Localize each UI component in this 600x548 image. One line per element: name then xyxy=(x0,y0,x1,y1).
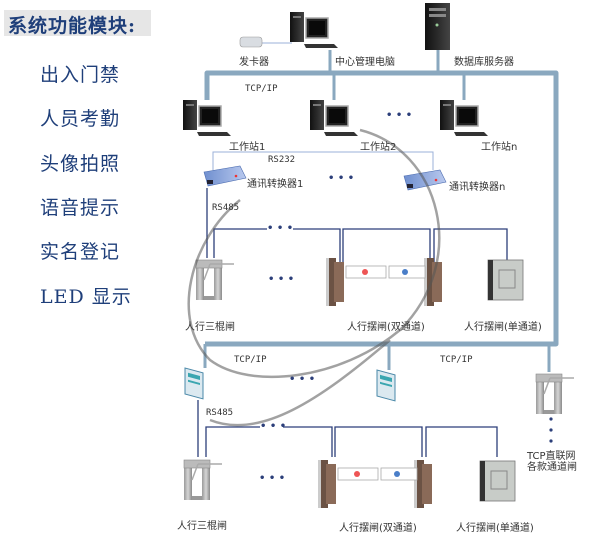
module-photo-capture: 头像拍照 xyxy=(40,153,121,175)
module-led-display: LED 显示 xyxy=(40,286,132,308)
module-access-control: 出入门禁 xyxy=(40,64,121,86)
lower-swing-barriers xyxy=(337,467,418,481)
converter-1-device xyxy=(203,165,247,187)
lower-wire-ellipsis: • • • xyxy=(260,421,287,432)
rs232-label: RS232 xyxy=(268,155,296,165)
converter-n-label: 通讯转换器n xyxy=(449,182,506,193)
upper-swing-gate-right-device xyxy=(424,258,442,306)
converter-1-label: 通讯转换器1 xyxy=(247,179,304,190)
rs485-top-label: RS485 xyxy=(212,203,240,213)
upper-swing-gate-left-device xyxy=(326,258,344,306)
lower-converter-ellipsis: • • • xyxy=(289,374,316,385)
db-server-device xyxy=(425,3,450,50)
workstation-n-device xyxy=(439,99,489,137)
tcp-direct-gate-device xyxy=(535,373,575,415)
tcp-direct-ellipsis xyxy=(549,417,553,443)
lower-swing-gate-left-device xyxy=(318,460,336,508)
upper-swing-single-label: 人行摆闸(单通道) xyxy=(464,322,542,333)
card-issuer-device xyxy=(239,36,263,48)
central-pc-device xyxy=(289,11,339,49)
upper-wire-ellipsis: • • • xyxy=(267,223,294,234)
tcpip-top-label: TCP/IP xyxy=(245,84,278,94)
tcp-direct-label-1: TCP直联网 xyxy=(527,451,576,462)
workstation-2-device xyxy=(309,99,359,137)
workstation-n-label: 工作站n xyxy=(481,142,518,153)
upper-tripod-gate-device xyxy=(195,259,235,301)
lower-converter-n-device xyxy=(376,369,396,402)
lower-gate-ellipsis: • • • xyxy=(259,473,286,484)
lower-swing-gate-right-device xyxy=(414,460,432,508)
tcpip-bus-frame xyxy=(204,70,559,347)
card-issuer-label: 发卡器 xyxy=(239,57,269,68)
lower-tripod-gate-device xyxy=(183,459,223,501)
page-title: 系统功能模块: xyxy=(8,15,137,37)
upper-gate-ellipsis: • • • xyxy=(268,274,295,285)
rs485-bottom-label: RS485 xyxy=(206,408,234,418)
lower-tripod-gate-label: 人行三棍闸 xyxy=(177,521,227,532)
module-voice-prompt: 语音提示 xyxy=(40,197,121,219)
upper-single-swing-gate-device xyxy=(487,259,524,301)
module-attendance: 人员考勤 xyxy=(40,108,121,130)
lower-swing-double-label: 人行摆闸(双通道) xyxy=(339,523,417,534)
upper-tripod-gate-label: 人行三棍闸 xyxy=(185,322,235,333)
watermark-stroke xyxy=(187,128,441,427)
title-background xyxy=(4,10,151,36)
tcpip-left-label: TCP/IP xyxy=(234,355,267,365)
workstation-ellipsis: • • • xyxy=(386,110,413,121)
workstation-1-label: 工作站1 xyxy=(229,142,266,153)
upper-rs485-wiring xyxy=(206,188,508,262)
tcp-direct-label-2: 各款通道闸 xyxy=(527,462,577,473)
lower-single-swing-gate-device xyxy=(479,460,516,502)
workstation-2-label: 工作站2 xyxy=(360,142,397,153)
converter-ellipsis: • • • xyxy=(328,173,355,184)
workstation-1-device xyxy=(182,99,232,137)
rs232-link xyxy=(212,151,434,178)
lower-converter-1-device xyxy=(184,367,204,400)
upper-swing-barriers xyxy=(345,265,426,279)
lower-rs485-wiring xyxy=(197,400,498,457)
central-pc-label: 中心管理电脑 xyxy=(335,57,395,68)
upper-swing-double-label: 人行摆闸(双通道) xyxy=(347,322,425,333)
db-server-label: 数据库服务器 xyxy=(454,57,514,68)
lower-swing-single-label: 人行摆闸(单通道) xyxy=(456,523,534,534)
module-realname-registration: 实名登记 xyxy=(40,241,121,263)
tcpip-right-label: TCP/IP xyxy=(440,355,473,365)
